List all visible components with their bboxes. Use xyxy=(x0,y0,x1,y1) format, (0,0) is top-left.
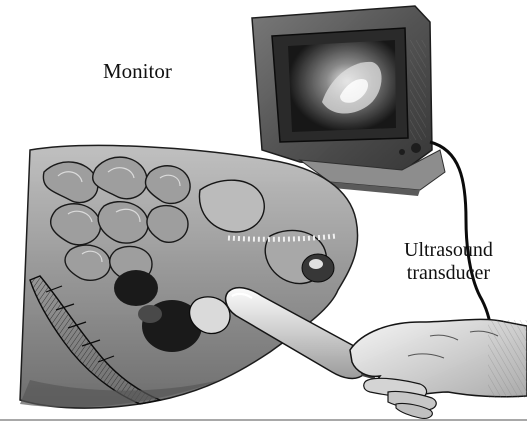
pelvic-anatomy xyxy=(20,145,358,408)
transducer-label: Ultrasound transducer xyxy=(404,239,493,285)
hand xyxy=(350,319,527,418)
monitor-label: Monitor xyxy=(103,59,172,83)
transducer-label-line2: transducer xyxy=(404,262,493,285)
transducer-label-line1: Ultrasound xyxy=(404,239,493,262)
